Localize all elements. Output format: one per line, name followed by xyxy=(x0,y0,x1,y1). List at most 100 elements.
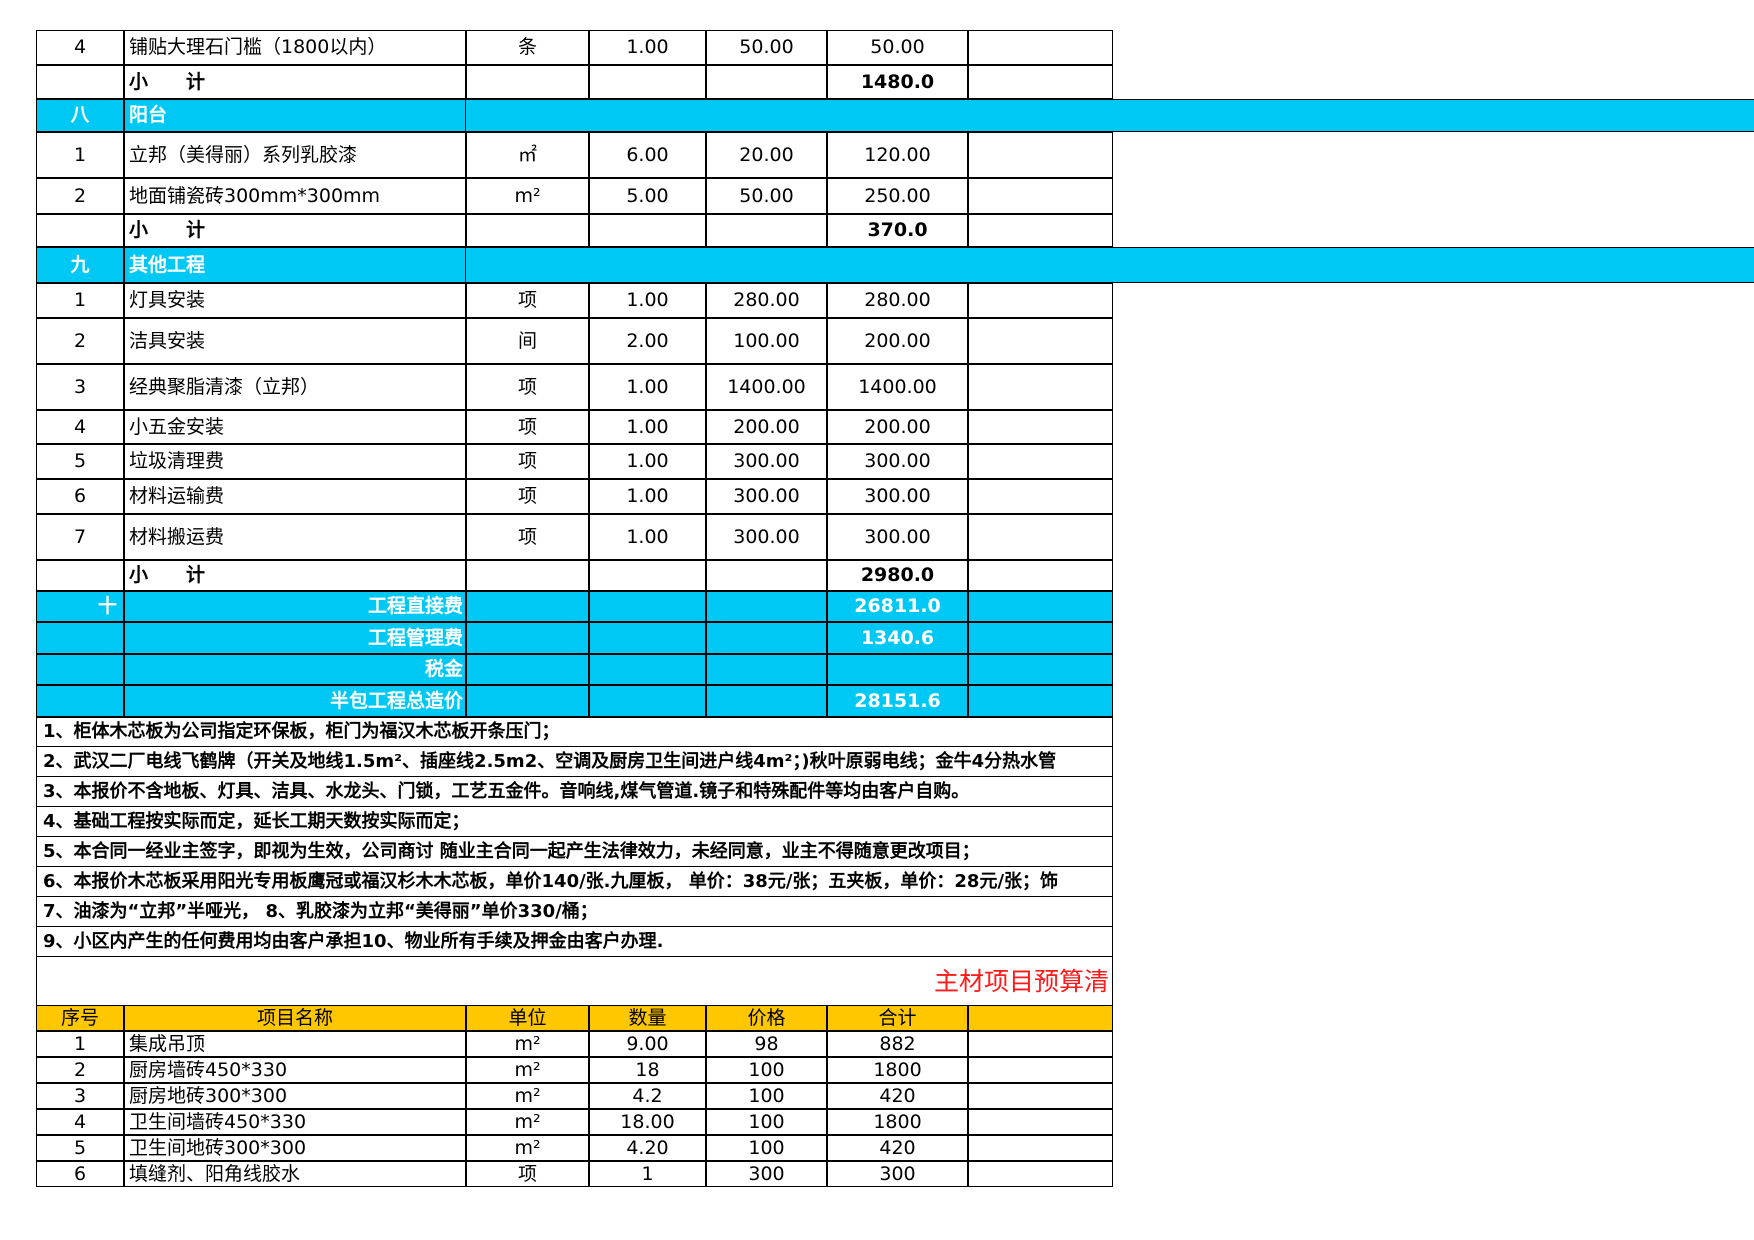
materials-header: 项目名称 xyxy=(124,1005,466,1031)
subtotal-cell xyxy=(706,214,827,247)
subtotal-cell xyxy=(589,560,706,591)
row-price: 300.00 xyxy=(706,514,827,560)
mat-qty: 1 xyxy=(589,1161,706,1187)
subtotal-cell xyxy=(968,214,1113,247)
row-no: 2 xyxy=(36,318,124,364)
mat-qty: 4.2 xyxy=(589,1083,706,1109)
summary-cell xyxy=(968,622,1113,654)
subtotal-cell xyxy=(466,214,589,247)
note-line: 6、本报价木芯板采用阳光专用板鹰冠或福汉杉木木芯板，单价140/张.九厘板， 单… xyxy=(36,867,1113,897)
summary-cell xyxy=(36,685,124,717)
row-remark xyxy=(968,132,1113,178)
row-name: 灯具安装 xyxy=(124,283,466,318)
row-total: 250.00 xyxy=(827,178,968,214)
mat-no: 5 xyxy=(36,1135,124,1161)
summary-cell xyxy=(968,591,1113,622)
row-name: 立邦（美得丽）系列乳胶漆 xyxy=(124,132,466,178)
subtotal-value: 370.0 xyxy=(827,214,968,247)
row-name: 小五金安装 xyxy=(124,410,466,444)
mat-unit: m² xyxy=(466,1031,589,1057)
section-band xyxy=(466,247,1754,283)
subtotal-cell xyxy=(589,65,706,99)
row-unit: 项 xyxy=(466,514,589,560)
subtotal-cell xyxy=(466,560,589,591)
summary-cell xyxy=(466,622,589,654)
row-remark xyxy=(968,410,1113,444)
mat-total: 420 xyxy=(827,1083,968,1109)
mat-no: 4 xyxy=(36,1109,124,1135)
row-name: 铺贴大理石门槛（1800以内） xyxy=(124,30,466,65)
mat-price: 300 xyxy=(706,1161,827,1187)
note-line: 7、油漆为“立邦”半哑光， 8、乳胶漆为立邦“美得丽”单价330/桶； xyxy=(36,897,1113,927)
summary-cell xyxy=(706,622,827,654)
row-unit: 条 xyxy=(466,30,589,65)
summary-cell xyxy=(466,685,589,717)
note-line: 5、本合同一经业主签字，即视为生效，公司商讨 随业主合同一起产生法律效力，未经同… xyxy=(36,837,1113,867)
summary-value: 1340.6 xyxy=(827,622,968,654)
row-price: 200.00 xyxy=(706,410,827,444)
mat-name: 厨房墙砖450*330 xyxy=(124,1057,466,1083)
row-unit: ㎡ xyxy=(466,132,589,178)
materials-header: 单位 xyxy=(466,1005,589,1031)
subtotal-cell xyxy=(589,214,706,247)
mat-price: 98 xyxy=(706,1031,827,1057)
row-no: 4 xyxy=(36,30,124,65)
materials-header: 合计 xyxy=(827,1005,968,1031)
note-line: 4、基础工程按实际而定，延长工期天数按实际而定； xyxy=(36,807,1113,837)
row-qty: 1.00 xyxy=(589,364,706,410)
materials-header: 序号 xyxy=(36,1005,124,1031)
mat-remark xyxy=(968,1135,1113,1161)
mat-unit: m² xyxy=(466,1057,589,1083)
row-price: 100.00 xyxy=(706,318,827,364)
section-band xyxy=(466,99,1754,132)
mat-unit: m² xyxy=(466,1135,589,1161)
mat-no: 1 xyxy=(36,1031,124,1057)
row-no: 4 xyxy=(36,410,124,444)
mat-qty: 4.20 xyxy=(589,1135,706,1161)
row-qty: 1.00 xyxy=(589,479,706,514)
summary-cell xyxy=(589,591,706,622)
mat-qty: 18 xyxy=(589,1057,706,1083)
row-qty: 1.00 xyxy=(589,444,706,479)
mat-price: 100 xyxy=(706,1109,827,1135)
row-name: 垃圾清理费 xyxy=(124,444,466,479)
row-no: 1 xyxy=(36,283,124,318)
materials-title-row xyxy=(36,957,1113,1005)
row-remark xyxy=(968,514,1113,560)
mat-no: 2 xyxy=(36,1057,124,1083)
materials-title: 主材项目预算清 xyxy=(934,966,1110,996)
subtotal-cell xyxy=(466,65,589,99)
mat-name: 厨房地砖300*300 xyxy=(124,1083,466,1109)
mat-no: 3 xyxy=(36,1083,124,1109)
mat-remark xyxy=(968,1057,1113,1083)
row-name: 材料搬运费 xyxy=(124,514,466,560)
row-remark xyxy=(968,318,1113,364)
row-qty: 6.00 xyxy=(589,132,706,178)
summary-cell xyxy=(466,654,589,685)
subtotal-cell xyxy=(968,560,1113,591)
row-unit: 项 xyxy=(466,410,589,444)
row-no: 1 xyxy=(36,132,124,178)
note-line: 1、柜体木芯板为公司指定环保板，柜门为福汉木芯板开条压门； xyxy=(36,717,1113,747)
row-qty: 1.00 xyxy=(589,514,706,560)
mat-total: 420 xyxy=(827,1135,968,1161)
row-price: 50.00 xyxy=(706,30,827,65)
mat-name: 卫生间墙砖450*330 xyxy=(124,1109,466,1135)
subtotal-cell xyxy=(706,65,827,99)
materials-header xyxy=(968,1005,1113,1031)
row-price: 50.00 xyxy=(706,178,827,214)
mat-name: 集成吊顶 xyxy=(124,1031,466,1057)
mat-name: 填缝剂、阳角线胶水 xyxy=(124,1161,466,1187)
row-total: 120.00 xyxy=(827,132,968,178)
mat-qty: 18.00 xyxy=(589,1109,706,1135)
row-no: 3 xyxy=(36,364,124,410)
mat-remark xyxy=(968,1109,1113,1135)
mat-name: 卫生间地砖300*300 xyxy=(124,1135,466,1161)
mat-total: 300 xyxy=(827,1161,968,1187)
mat-unit: 项 xyxy=(466,1161,589,1187)
summary-cell xyxy=(968,654,1113,685)
summary-cell xyxy=(589,654,706,685)
row-total: 200.00 xyxy=(827,410,968,444)
note-line: 3、本报价不含地板、灯具、洁具、水龙头、门锁，工艺五金件。音响线,煤气管道.镜子… xyxy=(36,777,1113,807)
summary-value: 26811.0 xyxy=(827,591,968,622)
